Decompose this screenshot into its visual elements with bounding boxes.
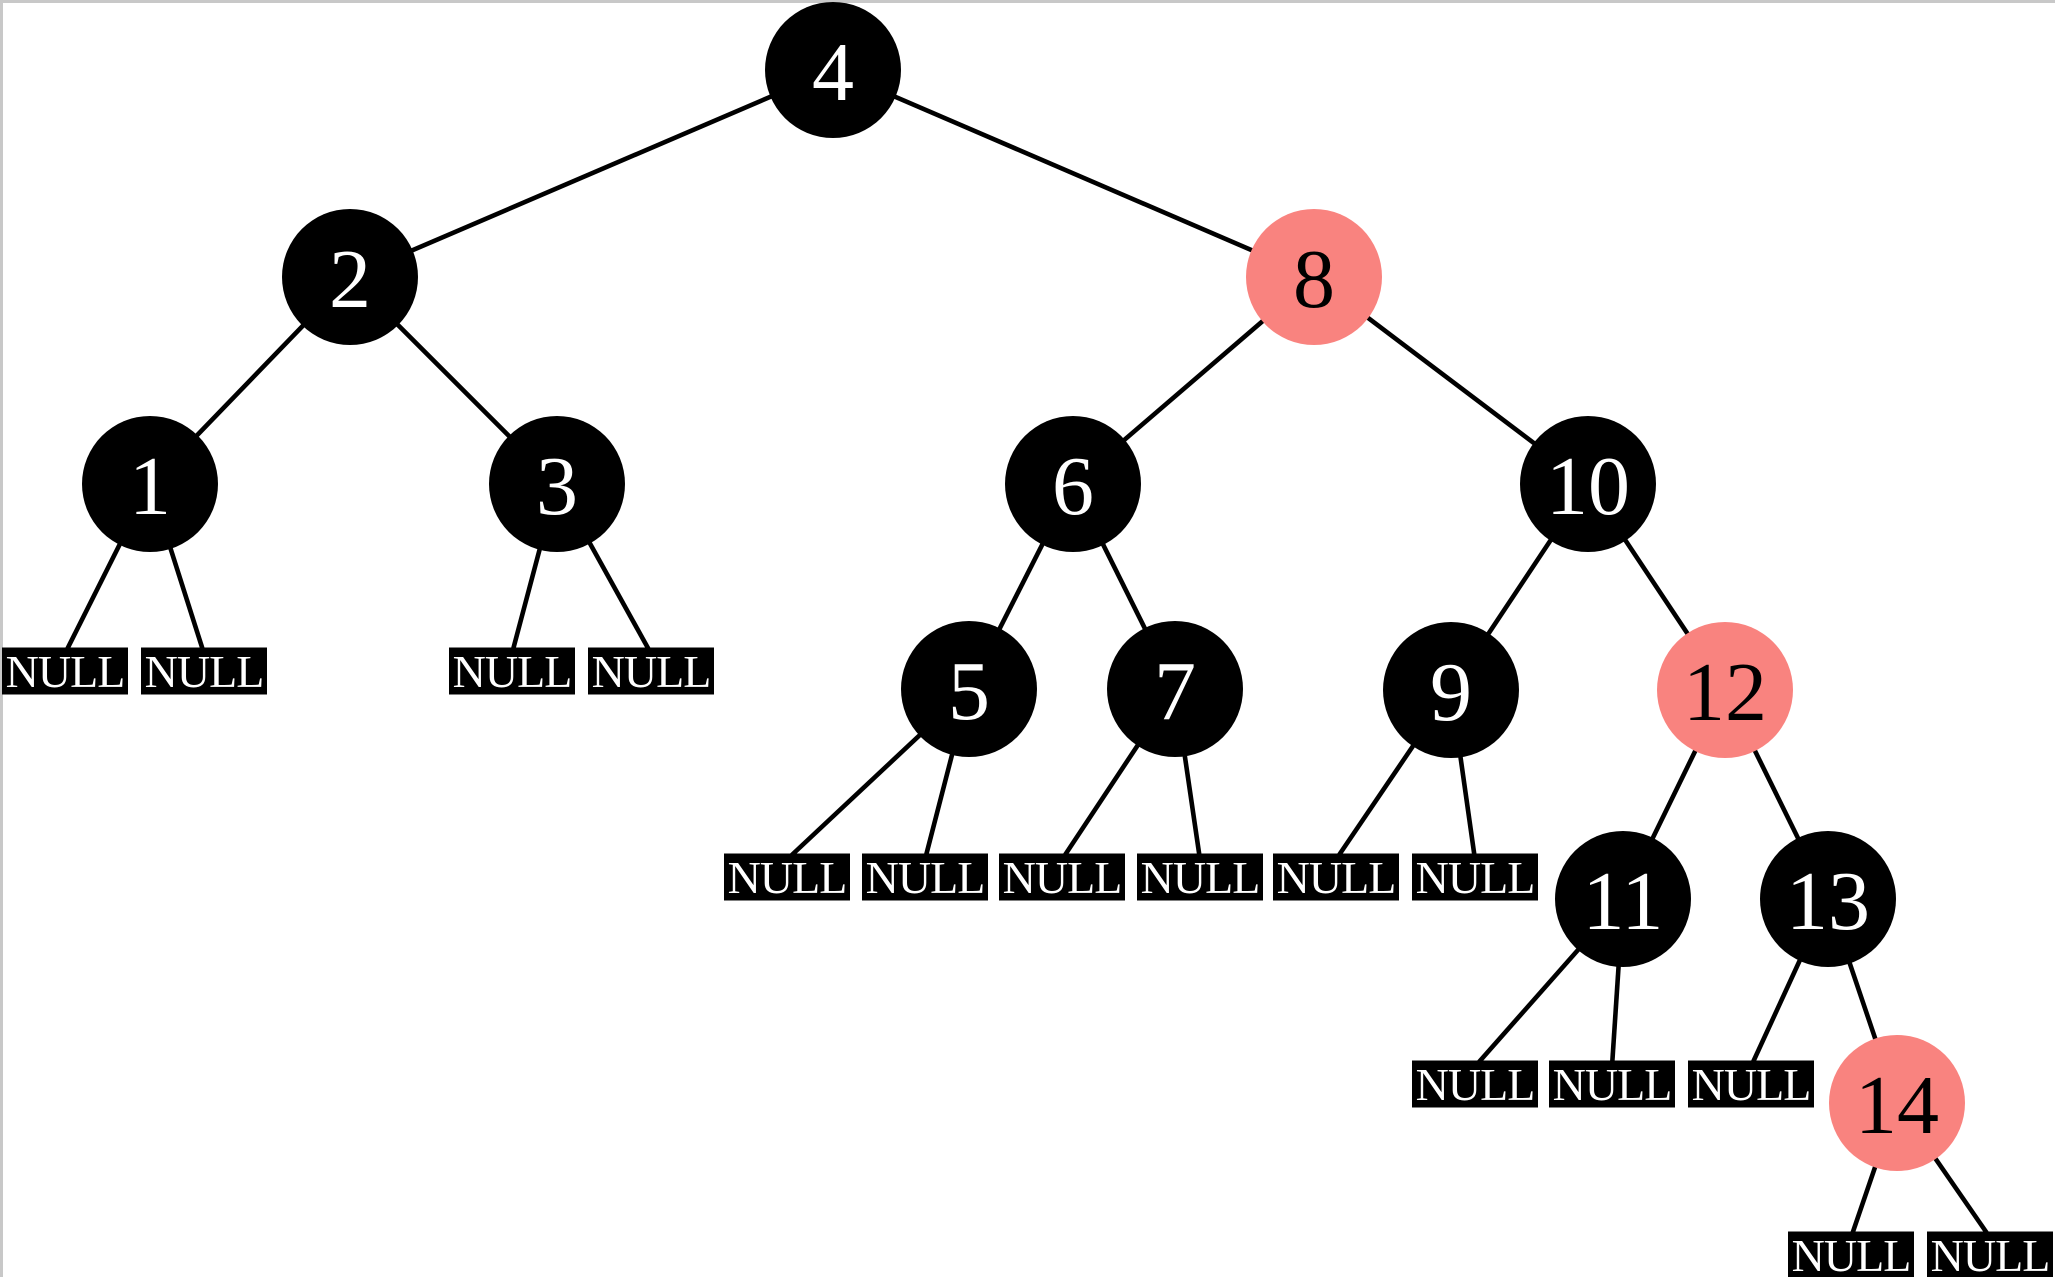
null-label: NULL (1692, 1059, 1811, 1110)
null-leaf-u11: NULL (1412, 1059, 1538, 1110)
black-node-circle (765, 2, 901, 138)
null-box (1927, 1231, 2053, 1277)
null-box (1412, 853, 1538, 901)
black-node-circle (1005, 416, 1141, 552)
tree-node-8: 8 (1246, 209, 1382, 345)
null-box (141, 647, 267, 695)
null-leaf-u8: NULL (1137, 852, 1263, 903)
null-box (999, 853, 1125, 901)
tree-node-6: 6 (1005, 416, 1141, 552)
null-box (1273, 853, 1399, 901)
null-leaf-u7: NULL (999, 852, 1125, 903)
null-label: NULL (6, 646, 125, 697)
black-node-circle (1107, 621, 1243, 757)
tree-node-9: 9 (1383, 622, 1519, 758)
tree-node-11: 11 (1555, 831, 1691, 967)
black-node-circle (282, 209, 418, 345)
null-leaf-u4: NULL (588, 646, 714, 697)
null-label: NULL (1553, 1059, 1672, 1110)
null-leaf-u3: NULL (449, 646, 575, 697)
null-label: NULL (1931, 1230, 2050, 1277)
null-leaf-u15: NULL (1927, 1230, 2053, 1277)
null-box (588, 647, 714, 695)
null-box (1688, 1060, 1814, 1108)
null-label: NULL (592, 646, 711, 697)
tree-node-3: 3 (489, 416, 625, 552)
null-label: NULL (1416, 1059, 1535, 1110)
node-value-label: 13 (1786, 855, 1870, 948)
tree-node-10: 10 (1520, 416, 1656, 552)
tree-node-12: 12 (1657, 622, 1793, 758)
null-box (862, 853, 988, 901)
null-leaf-u5: NULL (724, 852, 850, 903)
null-leaf-u13: NULL (1688, 1059, 1814, 1110)
edge-n4-n8 (832, 67, 1315, 280)
null-box (449, 647, 575, 695)
null-leaf-u12: NULL (1549, 1059, 1675, 1110)
tree-node-14: 14 (1829, 1035, 1965, 1171)
tree-node-4: 4 (765, 2, 901, 138)
black-node-circle (1383, 622, 1519, 758)
node-value-label: 4 (812, 26, 854, 119)
edge-n4-n2 (349, 67, 834, 280)
null-label: NULL (1792, 1230, 1911, 1277)
node-value-label: 1 (129, 440, 171, 533)
black-node-circle (489, 416, 625, 552)
null-label: NULL (728, 852, 847, 903)
node-value-label: 2 (329, 233, 371, 326)
node-value-label: 14 (1855, 1059, 1939, 1152)
node-value-label: 6 (1052, 440, 1094, 533)
red-node-circle (1829, 1035, 1965, 1171)
null-leaves: NULL NULL NULL NULL NULL NULL NULL NULL NULL NULL… (2, 646, 2053, 1277)
node-value-label: 7 (1154, 645, 1196, 738)
black-node-circle (1760, 831, 1896, 967)
node-value-label: 11 (1583, 855, 1664, 948)
null-leaf-u6: NULL (862, 852, 988, 903)
tree-node-13: 13 (1760, 831, 1896, 967)
null-box (2, 647, 128, 695)
tree-node-2: 2 (282, 209, 418, 345)
node-value-label: 5 (948, 645, 990, 738)
tree-node-5: 5 (901, 621, 1037, 757)
node-value-label: 10 (1546, 440, 1630, 533)
red-node-circle (1657, 622, 1793, 758)
null-leaf-u1: NULL (2, 646, 128, 697)
null-label: NULL (453, 646, 572, 697)
null-leaf-u14: NULL (1788, 1230, 1914, 1277)
null-label: NULL (866, 852, 985, 903)
null-box (1412, 1060, 1538, 1108)
black-node-circle (1555, 831, 1691, 967)
null-box (1788, 1231, 1914, 1277)
node-value-label: 8 (1293, 233, 1335, 326)
null-leaf-u10: NULL (1412, 852, 1538, 903)
tree-node-1: 1 (82, 416, 218, 552)
tree-node-7: 7 (1107, 621, 1243, 757)
null-label: NULL (1277, 852, 1396, 903)
null-box (724, 853, 850, 901)
null-box (1549, 1060, 1675, 1108)
node-value-label: 12 (1683, 646, 1767, 739)
black-node-circle (1520, 416, 1656, 552)
null-label: NULL (1141, 852, 1260, 903)
null-label: NULL (1416, 852, 1535, 903)
black-node-circle (901, 621, 1037, 757)
null-box (1137, 853, 1263, 901)
node-value-label: 9 (1430, 646, 1472, 739)
null-leaf-u9: NULL (1273, 852, 1399, 903)
black-node-circle (82, 416, 218, 552)
red-node-circle (1246, 209, 1382, 345)
null-label: NULL (145, 646, 264, 697)
null-label: NULL (1003, 852, 1122, 903)
null-leaf-u2: NULL (141, 646, 267, 697)
node-value-label: 3 (536, 440, 578, 533)
